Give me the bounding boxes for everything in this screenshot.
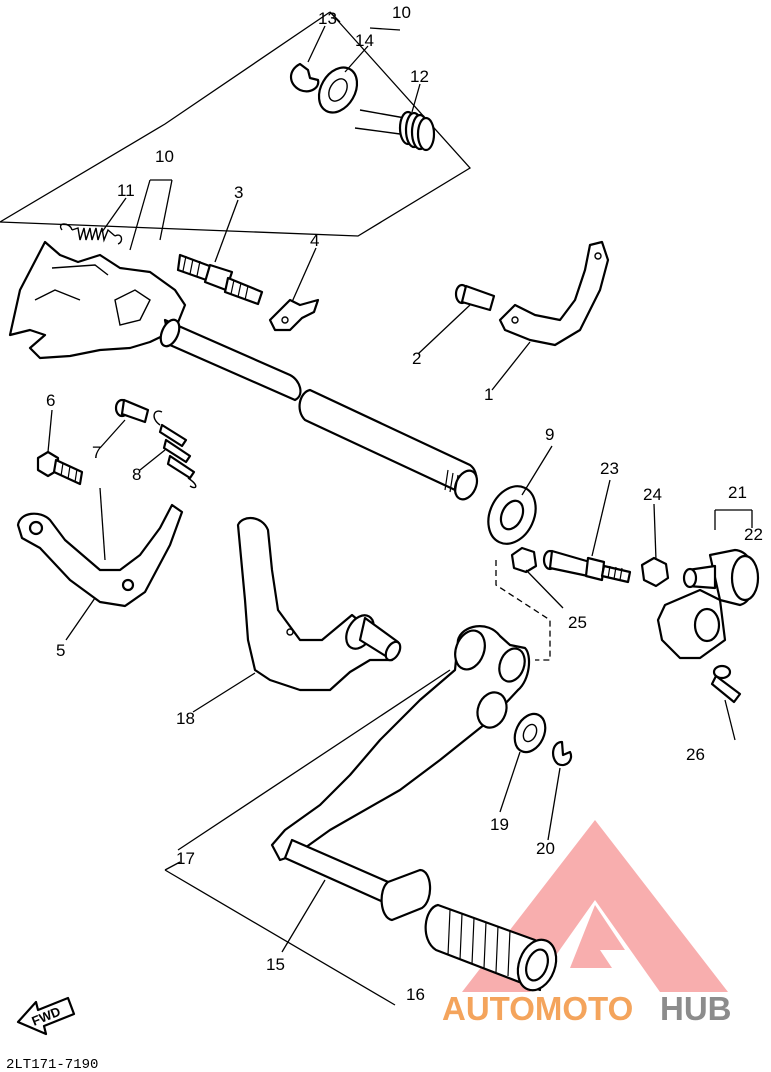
leader-lines [47,25,736,953]
callout-1: 1 [484,385,493,404]
stopper-4 [268,298,320,332]
shift-arm-18 [236,517,397,692]
watermark-text-orange: AUTOMOTO [442,990,633,1027]
shift-shaft [8,240,479,501]
callout-18: 18 [176,709,195,728]
callout-24: 24 [643,485,662,504]
nut-24 [640,556,670,588]
callout-15: 15 [266,955,285,974]
watermark-triangle-inner [570,905,625,968]
callout-25: 25 [568,613,587,632]
callout-12: 12 [410,67,429,86]
shift-rod-23 [542,549,632,584]
bolt-6 [36,450,84,486]
fwd-arrow: FWD [16,996,76,1036]
bolt-2 [454,283,496,312]
washer-19 [513,712,547,754]
callout-22: 22 [744,525,763,544]
spring-11 [59,223,123,245]
callout-4: 4 [310,231,319,250]
spring-8 [153,410,197,489]
callout-16: 16 [406,985,425,1004]
callout-17: 17 [176,849,195,868]
callout-7: 7 [92,443,101,462]
callout-13: 13 [318,9,337,28]
circlip-13 [289,62,320,93]
callout-20: 20 [536,839,555,858]
callout-23: 23 [600,459,619,478]
stud-bolt-3 [176,253,264,306]
callout-10-top: 10 [392,3,411,22]
shift-pedal-17 [270,625,531,862]
stopper-lever-5 [16,503,184,608]
callout-6: 6 [46,391,55,410]
diagram-code: 2LT171-7190 [6,1057,98,1072]
callout-8: 8 [132,465,141,484]
nut-25 [510,546,538,574]
oil-seal-9 [487,485,537,545]
bolt-26 [710,664,742,704]
washer-14 [317,66,359,114]
top-assembly-group [0,11,472,237]
callout-3: 3 [234,183,243,202]
rod-joint-21 [656,548,760,660]
callout-19: 19 [490,815,509,834]
callout-9: 9 [545,425,554,444]
footrest-shaft-15 [283,838,432,922]
pedal-rubber-16 [424,903,558,992]
stopper-lever-1 [498,240,610,347]
watermark-text-gray: HUB [660,990,732,1027]
spring-12 [354,109,436,152]
callout-5: 5 [56,641,65,660]
callout-21: 21 [728,483,747,502]
callout-labels: 13 14 10 12 10 11 3 4 2 1 6 7 8 9 23 24 … [46,3,763,1004]
callout-2: 2 [412,349,421,368]
callout-11: 11 [117,181,135,200]
callout-10: 10 [155,147,174,166]
callout-14: 14 [355,31,374,50]
circlip-20 [552,740,573,767]
bolt-7 [114,398,150,424]
callout-26: 26 [686,745,705,764]
